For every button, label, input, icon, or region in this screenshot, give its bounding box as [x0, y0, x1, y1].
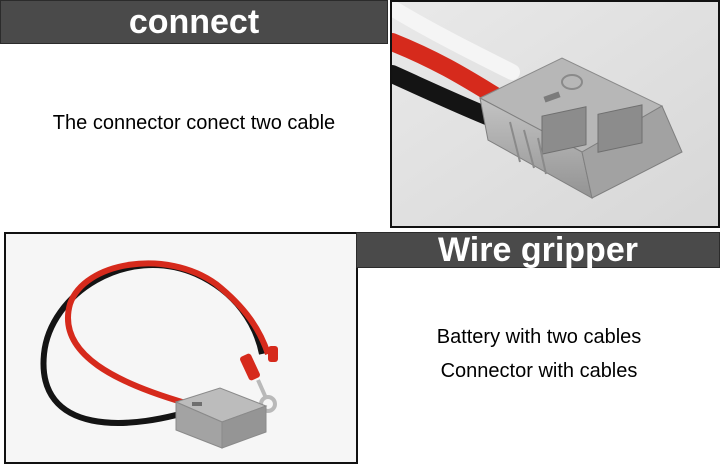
connector-closeup-photo	[390, 0, 720, 228]
cable-assembly-illustration	[6, 234, 356, 462]
wire-gripper-description: Battery with two cables Connector with c…	[358, 320, 720, 388]
connect-description: The connector conect two cable	[52, 112, 336, 134]
description-line-1: Battery with two cables	[436, 326, 642, 348]
wire-gripper-heading: Wire gripper	[356, 232, 720, 268]
connect-heading: connect	[0, 0, 388, 44]
cable-assembly-photo	[4, 232, 358, 464]
connector-closeup-illustration	[392, 2, 718, 226]
description-line-2: Connector with cables	[440, 360, 638, 382]
